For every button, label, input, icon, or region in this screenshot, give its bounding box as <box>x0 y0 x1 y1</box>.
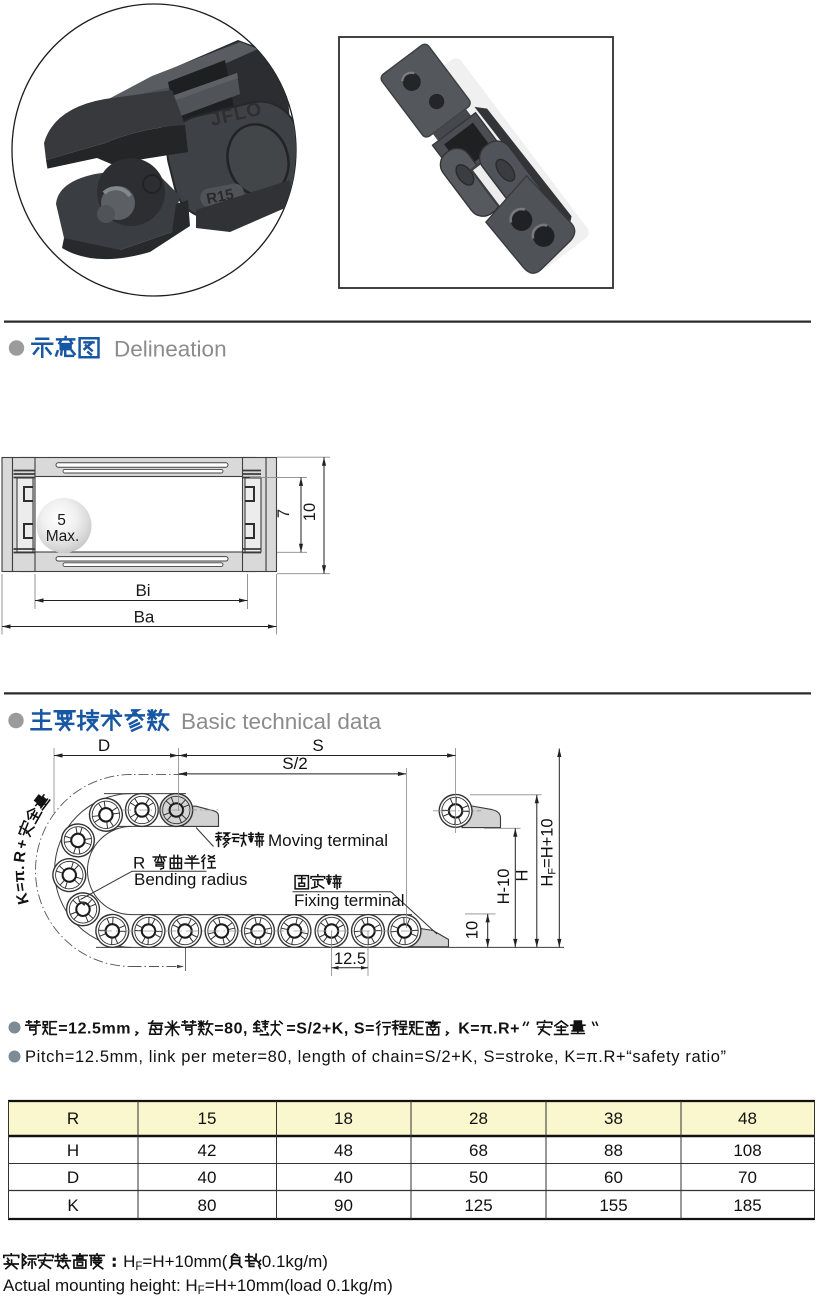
svg-text:Pitch=12.5mm, link per meter=8: Pitch=12.5mm, link per meter=80, length … <box>25 1048 727 1066</box>
svg-text:R: R <box>133 854 145 873</box>
svg-text:Bending radius: Bending radius <box>134 870 247 889</box>
svg-text:=80,: =80, <box>214 1021 248 1038</box>
svg-text:K: K <box>67 1196 79 1215</box>
svg-text:50: 50 <box>469 1168 488 1187</box>
svg-text:10: 10 <box>301 503 319 521</box>
svg-text:.: . <box>11 865 28 870</box>
svg-text:HF=H+10: HF=H+10 <box>539 818 559 886</box>
svg-text:π: π <box>11 870 29 883</box>
svg-text:=12.5mm: =12.5mm <box>58 1021 131 1038</box>
svg-text:Basic technical data: Basic technical data <box>181 709 382 734</box>
svg-text:Actual mounting height: HF=H+1: Actual mounting height: HF=H+10mm(load 0… <box>3 1276 393 1297</box>
svg-text:=S/2+K, S=: =S/2+K, S= <box>286 1021 375 1038</box>
svg-text:=: = <box>12 881 30 892</box>
svg-text:D: D <box>98 736 110 755</box>
svg-text:60: 60 <box>604 1168 623 1187</box>
svg-text:88: 88 <box>604 1141 623 1160</box>
svg-text:K=π.R+: K=π.R+ <box>458 1021 520 1038</box>
svg-text:R: R <box>11 850 29 863</box>
svg-text:7: 7 <box>275 509 293 518</box>
svg-text:40: 40 <box>198 1168 217 1187</box>
svg-text:42: 42 <box>198 1141 217 1160</box>
svg-text:Fixing terminal: Fixing terminal <box>294 891 405 910</box>
svg-text:68: 68 <box>469 1141 488 1160</box>
svg-text:48: 48 <box>738 1109 757 1128</box>
svg-text:HF=H+10mm(: HF=H+10mm( <box>123 1252 228 1273</box>
svg-text:D: D <box>67 1168 79 1187</box>
svg-text:155: 155 <box>599 1196 627 1215</box>
svg-text:15: 15 <box>198 1109 217 1128</box>
svg-text:48: 48 <box>334 1141 353 1160</box>
svg-text:108: 108 <box>733 1141 761 1160</box>
svg-text:5: 5 <box>57 512 66 529</box>
svg-text:28: 28 <box>469 1109 488 1128</box>
svg-text:80: 80 <box>198 1196 217 1215</box>
svg-text:10: 10 <box>464 921 482 939</box>
svg-text:Ba: Ba <box>134 608 155 627</box>
svg-text:H: H <box>67 1141 79 1160</box>
svg-text:S/2: S/2 <box>282 754 308 773</box>
svg-text:K: K <box>13 890 32 906</box>
svg-text:H: H <box>514 870 532 882</box>
svg-text:90: 90 <box>334 1196 353 1215</box>
svg-text:Max.: Max. <box>46 528 80 545</box>
svg-text:S: S <box>312 736 323 755</box>
svg-text:185: 185 <box>733 1196 761 1215</box>
svg-text:38: 38 <box>604 1109 623 1128</box>
svg-text:40: 40 <box>334 1168 353 1187</box>
svg-text:Delineation: Delineation <box>114 337 227 362</box>
svg-text:70: 70 <box>738 1168 757 1187</box>
svg-text:H-10: H-10 <box>495 869 513 905</box>
svg-text:12.5: 12.5 <box>334 950 366 968</box>
svg-text:125: 125 <box>464 1196 492 1215</box>
svg-text:Moving terminal: Moving terminal <box>268 831 388 850</box>
svg-text:R: R <box>67 1109 79 1128</box>
svg-text:0.1kg/m): 0.1kg/m) <box>262 1252 328 1271</box>
svg-text:18: 18 <box>334 1109 353 1128</box>
svg-text:Bi: Bi <box>135 581 150 600</box>
svg-text:+: + <box>13 838 32 851</box>
